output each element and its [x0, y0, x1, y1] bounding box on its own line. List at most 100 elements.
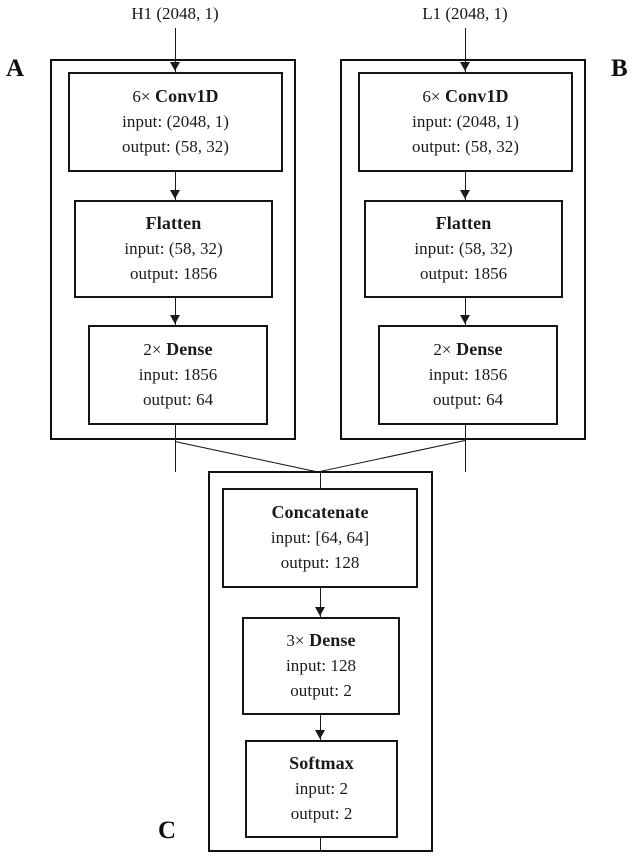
node-input-conv1d-b: input: (2048, 1)	[412, 109, 519, 134]
output-prefix: output:	[432, 390, 482, 409]
output-prefix: output:	[412, 137, 461, 156]
l1-input-label: L1 (2048, 1)	[422, 4, 508, 23]
panel-label-c: C	[158, 817, 177, 844]
connector-dense-to-softmax	[320, 715, 321, 740]
node-input-dense-c: input: 128	[286, 653, 356, 678]
connector-conv-to-flatten-a	[175, 172, 176, 200]
output-value: (58, 32)	[175, 137, 229, 156]
panel-b	[340, 59, 586, 440]
node-title-flatten-b: Flatten	[436, 211, 492, 236]
node-title-softmax: Softmax	[289, 751, 354, 776]
node-input-conv1d-a: input: (2048, 1)	[122, 109, 229, 134]
node-title-conv1d-b: 6× Conv1D	[422, 84, 508, 109]
node-output-conv1d-b: output: (58, 32)	[412, 134, 519, 159]
node-input-concatenate: input: [64, 64]	[271, 525, 369, 550]
input-prefix: input:	[412, 112, 453, 131]
node-multiplier-dense-b: 2×	[433, 340, 452, 359]
node-output-dense-b: output: 64	[433, 387, 503, 412]
input-value: 1856	[183, 365, 218, 384]
input-prefix: input:	[270, 528, 312, 547]
input-value: (58, 32)	[168, 239, 223, 258]
l1-input-arrowhead	[459, 62, 470, 71]
node-name-dense-a: Dense	[166, 339, 213, 359]
output-value: (58, 32)	[465, 137, 519, 156]
input-prefix: input:	[285, 656, 327, 675]
output-value: 64	[196, 390, 214, 409]
output-value: 128	[333, 553, 360, 572]
output-prefix: output:	[280, 553, 330, 572]
node-name-dense-c: Dense	[309, 630, 356, 650]
merge-line-from-b	[319, 440, 465, 472]
arrowhead-dense-to-softmax	[314, 730, 325, 739]
output-value: 1856	[183, 264, 218, 283]
output-prefix: output:	[142, 390, 192, 409]
arrowhead-concat-to-dense-c	[314, 607, 325, 616]
output-value: 2	[343, 681, 352, 700]
node-title-concatenate: Concatenate	[271, 500, 368, 525]
connector-dense-b-exit	[465, 425, 466, 472]
input-prefix: input:	[414, 239, 455, 258]
node-input-softmax: input: 2	[295, 776, 348, 801]
input-value: 1856	[473, 365, 508, 384]
node-dense-b[interactable]: 2× Dense input: 1856 output: 64	[378, 325, 558, 425]
input-value: (58, 32)	[458, 239, 513, 258]
input-prefix: input:	[122, 112, 163, 131]
node-output-dense-a: output: 64	[143, 387, 213, 412]
arrowhead-flatten-to-dense-b	[459, 315, 470, 324]
node-name-concatenate: Concatenate	[271, 502, 369, 522]
merge-line-from-a	[174, 441, 321, 473]
input-prefix: input:	[138, 365, 180, 384]
node-flatten-a[interactable]: Flatten input: (58, 32) output: 1856	[74, 200, 273, 298]
input-value: 2	[339, 779, 349, 798]
arrowhead-conv-to-flatten-b	[459, 190, 470, 199]
node-multiplier-conv1d-a: 6×	[132, 87, 151, 106]
input-value: (2048, 1)	[166, 112, 229, 131]
node-input-flatten-a: input: (58, 32)	[124, 236, 222, 261]
connector-flatten-to-dense-b	[465, 298, 466, 325]
output-prefix: output:	[419, 264, 469, 283]
arrowhead-conv-to-flatten-a	[169, 190, 180, 199]
node-conv1d-a[interactable]: 6× Conv1D input: (2048, 1) output: (58, …	[68, 72, 283, 172]
output-prefix: output:	[129, 264, 179, 283]
panel-label-b: B	[611, 55, 628, 82]
node-title-dense-c: 3× Dense	[286, 628, 355, 653]
output-prefix: output:	[290, 804, 340, 823]
node-dense-a[interactable]: 2× Dense input: 1856 output: 64	[88, 325, 268, 425]
node-output-flatten-b: output: 1856	[420, 261, 507, 286]
node-flatten-b[interactable]: Flatten input: (58, 32) output: 1856	[364, 200, 563, 298]
node-title-flatten-a: Flatten	[146, 211, 202, 236]
node-input-dense-b: input: 1856	[429, 362, 508, 387]
node-concatenate[interactable]: Concatenate input: [64, 64] output: 128	[222, 488, 418, 588]
node-title-dense-b: 2× Dense	[433, 337, 502, 362]
output-value: 64	[486, 390, 504, 409]
h1-input-label: H1 (2048, 1)	[131, 4, 219, 23]
node-name-conv1d-a: Conv1D	[155, 86, 219, 106]
node-output-conv1d-a: output: (58, 32)	[122, 134, 229, 159]
node-multiplier-dense-a: 2×	[143, 340, 162, 359]
node-multiplier-dense-c: 3×	[286, 631, 305, 650]
node-conv1d-b[interactable]: 6× Conv1D input: (2048, 1) output: (58, …	[358, 72, 573, 172]
panel-label-a: A	[6, 55, 25, 82]
node-title-conv1d-a: 6× Conv1D	[132, 84, 218, 109]
node-title-dense-a: 2× Dense	[143, 337, 212, 362]
arrowhead-flatten-to-dense-a	[169, 315, 180, 324]
node-dense-c[interactable]: 3× Dense input: 128 output: 2	[242, 617, 400, 715]
h1-input-connector	[175, 28, 176, 72]
connector-merge-to-concat	[320, 471, 321, 488]
input-value: [64, 64]	[315, 528, 370, 547]
node-name-flatten-a: Flatten	[145, 213, 202, 233]
connector-dense-a-exit	[175, 425, 176, 472]
connector-flatten-to-dense-a	[175, 298, 176, 325]
node-name-dense-b: Dense	[456, 339, 503, 359]
node-input-flatten-b: input: (58, 32)	[414, 236, 512, 261]
input-prefix: input:	[294, 779, 336, 798]
node-softmax[interactable]: Softmax input: 2 output: 2	[245, 740, 398, 838]
input-prefix: input:	[124, 239, 165, 258]
node-name-flatten-b: Flatten	[435, 213, 492, 233]
connector-softmax-exit	[320, 838, 321, 852]
l1-input-connector	[465, 28, 466, 72]
node-name-softmax: Softmax	[289, 753, 354, 773]
output-prefix: output:	[290, 681, 340, 700]
node-output-concatenate: output: 128	[281, 550, 360, 575]
